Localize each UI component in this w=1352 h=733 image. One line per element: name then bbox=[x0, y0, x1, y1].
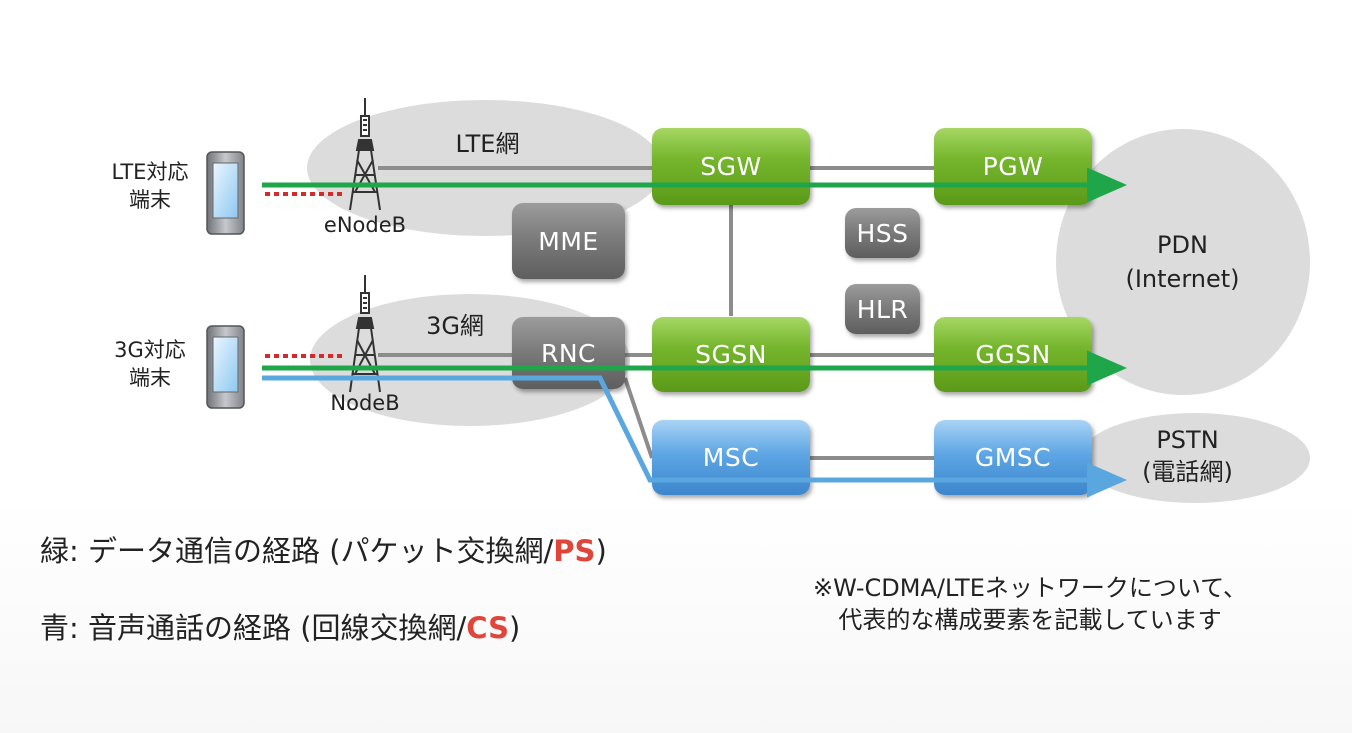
legend-cs-code: CS bbox=[466, 611, 510, 645]
lte-terminal-label-line1: LTE対応 bbox=[111, 160, 189, 184]
footnote: ※W-CDMA/LTEネットワークについて、 代表的な構成要素を記載しています bbox=[770, 572, 1290, 636]
3g-phone-icon bbox=[206, 325, 245, 409]
legend-ps-code: PS bbox=[553, 534, 596, 568]
mme-node: MME bbox=[512, 203, 625, 279]
legend-voice-path: 青: 音声通話の経路 (回線交換網/CS) bbox=[40, 605, 520, 647]
pdn-label-line1: PDN bbox=[1157, 231, 1208, 259]
gmsc-node: GMSC bbox=[934, 420, 1092, 495]
lte-terminal-label-line2: 端末 bbox=[129, 188, 171, 212]
legend-data-path: 緑: データ通信の経路 (パケット交換網/PS) bbox=[40, 528, 607, 570]
footnote-line2: 代表的な構成要素を記載しています bbox=[838, 606, 1222, 634]
msc-node: MSC bbox=[652, 420, 810, 495]
pdn-label-line2: (Internet) bbox=[1125, 265, 1240, 293]
sgsn-node: SGSN bbox=[652, 317, 810, 392]
legend-voice-path-close: ) bbox=[509, 611, 521, 645]
ggsn-node: GGSN bbox=[934, 317, 1092, 392]
nodeb-label: NodeB bbox=[330, 391, 400, 415]
footnote-line1: ※W-CDMA/LTEネットワークについて、 bbox=[813, 574, 1247, 602]
legend-data-path-close: ) bbox=[595, 534, 607, 568]
pdn-label: PDN (Internet) bbox=[1090, 228, 1275, 296]
lte-phone-icon bbox=[206, 151, 245, 235]
pstn-label: PSTN (電話網) bbox=[1105, 424, 1270, 488]
lte-network-label: LTE網 bbox=[455, 130, 520, 158]
pstn-cloud bbox=[1080, 413, 1310, 503]
pgw-node: PGW bbox=[934, 128, 1092, 205]
enodeb-tower-icon bbox=[349, 98, 381, 211]
rnc-node: RNC bbox=[512, 317, 625, 389]
legend-voice-path-text: 青: 音声通話の経路 (回線交換網/ bbox=[40, 611, 467, 645]
sgw-node: SGW bbox=[652, 128, 810, 205]
pstn-label-line1: PSTN bbox=[1156, 426, 1219, 454]
legend-data-path-text: 緑: データ通信の経路 (パケット交換網/ bbox=[40, 534, 554, 568]
3g-terminal-label-line2: 端末 bbox=[129, 366, 171, 390]
3g-network-label: 3G網 bbox=[426, 312, 484, 340]
3g-terminal-label: 3G対応 端末 bbox=[96, 336, 204, 392]
enodeb-label: eNodeB bbox=[323, 213, 407, 237]
hss-node: HSS bbox=[845, 208, 920, 258]
lte-terminal-label: LTE対応 端末 bbox=[96, 158, 204, 214]
3g-terminal-label-line1: 3G対応 bbox=[114, 338, 186, 362]
pstn-label-line2: (電話網) bbox=[1142, 458, 1233, 486]
hlr-node: HLR bbox=[845, 284, 920, 334]
